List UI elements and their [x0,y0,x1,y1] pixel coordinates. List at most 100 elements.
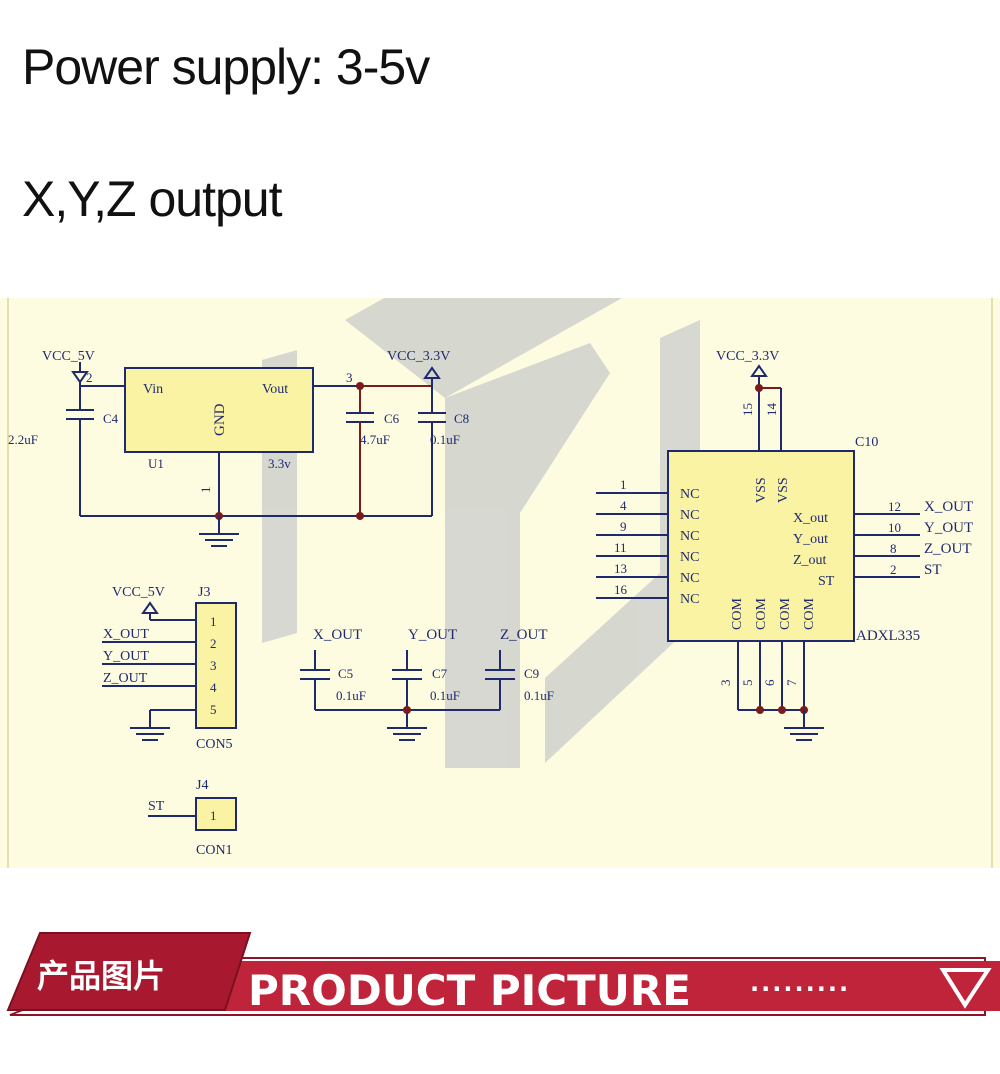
pin-label: 15 [740,403,755,416]
pin-number: 2 [890,562,897,577]
nc-label: NC [680,487,699,502]
nc-label: NC [680,508,699,523]
banner-cn-title: 产品图片 [37,957,165,995]
nc-pin-number: 13 [614,561,627,576]
j3-connector-block: VCC_5V J3 1 2 3 4 5 X_OUT Y_OUT Z_OUT CO… [102,585,237,752]
j3-ref: J3 [198,585,210,600]
output-pin-group: X_out Y_out Z_out ST 12 10 8 2 X_OUT Y_O… [793,499,973,589]
product-picture-banner: 产品图片 PRODUCT PICTURE ········· [6,932,1000,1016]
ground-icon [199,533,239,547]
ground-icon [784,727,824,741]
j3-vcc-label: VCC_5V [112,585,165,600]
st-pin-label: ST [818,574,835,589]
c7-value: 0.1uF [430,688,460,703]
j4-net: ST [148,799,165,814]
nc-label: NC [680,592,699,607]
adxl-part-name: ADXL335 [856,628,920,644]
nc-label: NC [680,571,699,586]
adxl335-chip [667,450,855,642]
xout-net-label: X_OUT [924,499,973,515]
nc-pin-number: 1 [620,477,627,492]
j3-net-z: Z_OUT [103,671,148,686]
c6-ref: C6 [384,411,400,426]
j3-pin: 1 [210,614,217,629]
u1-vin: Vin [143,382,163,397]
pin-number: 10 [888,520,901,535]
ground-icon [130,727,170,741]
nc-pin-number: 4 [620,498,627,513]
com-label: COM [778,598,793,630]
nc-pin-number: 9 [620,519,627,534]
triangle-down-icon [939,968,992,1009]
banner-en-title: PRODUCT PICTURE [248,966,691,1015]
c9-value: 0.1uF [524,688,554,703]
vcc-5v-label: VCC_5V [42,349,95,364]
pin-number: 8 [890,541,897,556]
com-label: COM [730,598,745,630]
j4-ref: J4 [196,778,208,793]
nc-label: NC [680,550,699,565]
com-pin-number: 6 [762,679,777,686]
com-pin-number: 3 [718,680,733,687]
filter-net-y: Y_OUT [408,627,457,643]
filter-net-x: X_OUT [313,627,362,643]
u1-vout: Vout [262,382,288,397]
c8-value: 0.1uF [430,432,460,447]
c9-ref: C9 [524,666,539,681]
j3-part: CON5 [196,737,233,752]
power-supply-heading: Power supply: 3-5v [22,39,430,95]
j3-pin: 5 [210,702,217,717]
vcc-3v3-label: VCC_3.3V [387,349,450,364]
c6-value: 4.7uF [360,432,390,447]
pin-label: 2 [86,370,93,385]
j3-pin: 3 [210,658,217,673]
j3-net-x: X_OUT [103,627,149,642]
pin-label: 3 [346,370,353,385]
st-net-label: ST [924,562,942,578]
filter-net-z: Z_OUT [500,627,548,643]
com-pin-number: 7 [784,679,799,686]
pin-label: 14 [764,403,779,417]
com-label: COM [802,598,817,630]
c4-ref: C4 [103,411,119,426]
zout-net-label: Z_OUT [924,541,972,557]
pin-label: 1 [198,487,213,494]
j4-connector [195,797,237,831]
adxl-vcc-label: VCC_3.3V [716,349,779,364]
c5-ref: C5 [338,666,353,681]
banner-tag [6,932,252,1011]
vcc-arrow-icon [71,371,89,384]
com-label: COM [754,598,769,630]
pin-number: 12 [888,499,901,514]
c5-value: 0.1uF [336,688,366,703]
j3-net-y: Y_OUT [103,649,149,664]
adxl-ref: C10 [855,435,878,450]
nc-label: NC [680,529,699,544]
u1-value: 3.3v [268,456,291,471]
u1-gnd: GND [212,403,228,436]
vss-label: VSS [776,477,791,503]
j4-connector-block: J4 ST 1 CON1 [148,778,237,858]
filter-capacitors: X_OUT Y_OUT Z_OUT C5 0.1uF C7 0.1uF C9 0… [300,627,554,741]
j4-part: CON1 [196,843,233,858]
schematic-diagram: VCC_5V 2 C4 2.2uF Vin Vout GND U1 3.3v 3… [0,298,1000,868]
c7-ref: C7 [432,666,448,681]
nc-pin-number: 11 [614,540,627,555]
nc-pin-number: 16 [614,582,628,597]
adxl335-block: VCC_3.3V 15 14 C10 VSS VSS 1 4 9 11 13 1… [596,349,973,741]
j4-pin: 1 [210,808,217,823]
output-heading: X,Y,Z output [22,171,282,227]
u1-chip [124,367,314,453]
zout-pin-label: Z_out [793,553,827,568]
regulator-block: VCC_5V 2 C4 2.2uF Vin Vout GND U1 3.3v 3… [8,349,469,547]
nc-pin-group: 1 4 9 11 13 16 NC NC NC NC NC NC [596,477,699,607]
vss-label: VSS [754,477,769,503]
yout-net-label: Y_OUT [924,520,973,536]
j3-pin: 4 [210,680,217,695]
yout-pin-label: Y_out [793,532,828,547]
j3-connector [195,602,237,729]
watermark-logo [262,298,700,768]
u1-ref: U1 [148,456,164,471]
banner-red-bar [165,961,1000,1011]
c4-value: 2.2uF [8,432,38,447]
